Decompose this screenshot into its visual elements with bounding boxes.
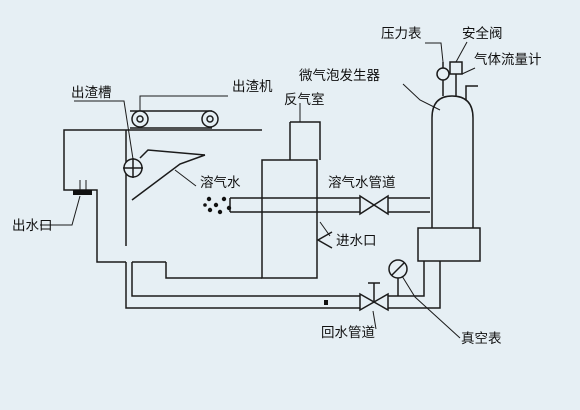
- safety-valve-icon: [449, 61, 463, 75]
- label-safety-valve: 安全阀: [462, 25, 503, 42]
- label-dissolved-air-pipe: 溶气水管道: [328, 175, 396, 191]
- vacuum-gauge-icon: [388, 259, 408, 296]
- label-dissolved-air-water: 溶气水: [200, 175, 241, 191]
- label-water-outlet: 出水口: [12, 218, 53, 234]
- return-valve-icon: [324, 282, 389, 312]
- bubbles-icon: [203, 196, 232, 215]
- label-micro-bubble: 微气泡发生器: [299, 68, 380, 84]
- water-inlet-arrow-icon: [316, 231, 333, 249]
- slag-scraper: [130, 110, 219, 129]
- label-vacuum-gauge: 真空表: [461, 331, 502, 347]
- dissolved-air-valve-icon: [359, 194, 389, 216]
- labels: 出渣机 出渣槽 微气泡发生器 反气室 压力表 安全阀 气体流量计 溶气水 溶气水…: [12, 25, 542, 347]
- return-pipe: [125, 261, 441, 309]
- label-slag-machine: 出渣机: [232, 79, 273, 95]
- label-pressure-gauge: 压力表: [381, 26, 422, 42]
- micro-bubble-generator: [417, 72, 481, 262]
- pressure-gauge-icon: [436, 62, 450, 81]
- dissolved-air-pipe: [229, 197, 430, 213]
- label-gas-flowmeter: 气体流量计: [474, 52, 542, 68]
- leader-lines: [40, 41, 476, 339]
- label-slag-tank: 出渣槽: [71, 85, 112, 101]
- water-outlet-fitting-icon: [73, 180, 92, 195]
- flotation-tank: [63, 129, 262, 279]
- reaction-chamber: [261, 121, 321, 279]
- label-return-pipe: 回水管道: [321, 325, 375, 341]
- label-reaction-chamber: 反气室: [284, 91, 325, 108]
- label-water-inlet: 进水口: [336, 233, 377, 249]
